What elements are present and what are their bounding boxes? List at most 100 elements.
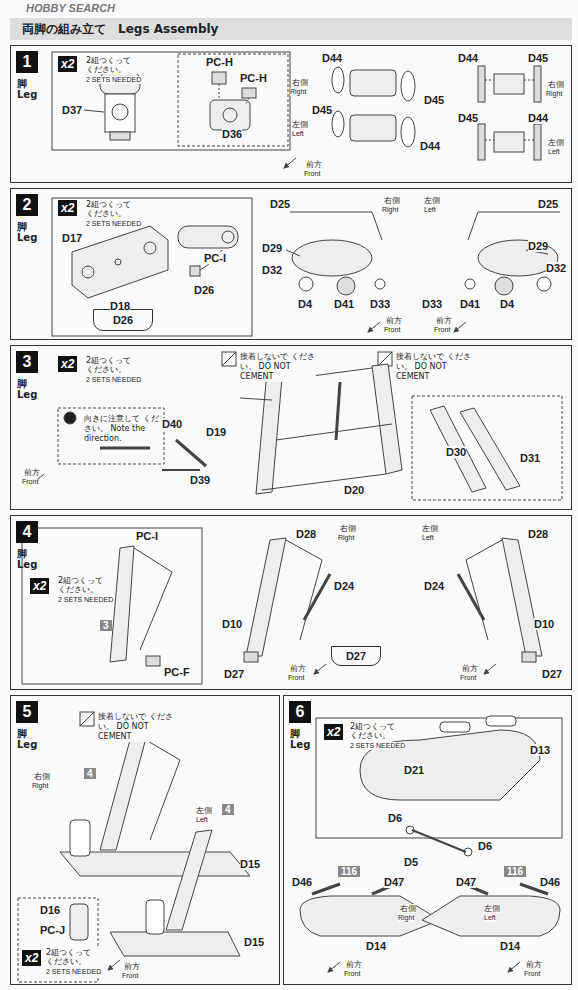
part-label: PC-J	[40, 924, 65, 936]
side-label: 前方	[386, 316, 402, 325]
quantity-badge: x2	[22, 950, 41, 966]
part-label: D29	[528, 240, 548, 252]
side-label-en: Front	[460, 674, 476, 682]
side-label-en: Front	[344, 970, 360, 978]
part-label: D32	[546, 262, 566, 274]
side-label-en: Left	[484, 914, 496, 922]
side-label-en: 2 SETS NEEDED	[86, 220, 141, 228]
side-label-en: Front	[122, 972, 138, 980]
side-label: 左側	[196, 806, 212, 815]
side-label-en: Left	[196, 816, 208, 824]
quantity-badge: x2	[58, 356, 77, 372]
part-label: D45	[528, 52, 548, 64]
side-label: 左側	[292, 120, 308, 129]
quantity-note: 2組つくって ください。	[86, 356, 140, 374]
watermark: HOBBY SEARCH	[26, 2, 115, 14]
quantity-badge: x2	[324, 724, 343, 740]
part-label: D20	[344, 484, 364, 496]
part-label: PC-F	[164, 666, 190, 678]
part-label: D19	[206, 426, 226, 438]
step-number: 3	[16, 351, 38, 373]
step-heading: 脚 Leg	[17, 378, 43, 400]
part-label: PC-I	[136, 530, 158, 542]
step4-art	[22, 528, 542, 684]
side-label-en: Left	[292, 130, 304, 138]
step6-art	[300, 716, 562, 972]
step-number: 6	[289, 701, 311, 723]
side-label-en: Right	[338, 534, 354, 542]
side-label-en: Right	[546, 90, 562, 98]
step-reference: 116	[338, 866, 360, 877]
step-heading: 脚 Leg	[17, 78, 43, 100]
side-label: 左側	[422, 524, 438, 533]
side-label: 右側	[400, 904, 416, 913]
part-label: D25	[270, 198, 290, 210]
part-label: PC-I	[204, 252, 226, 264]
part-label: D6	[478, 840, 492, 852]
quantity-badge: x2	[58, 200, 77, 216]
part-label: D16	[40, 904, 60, 916]
side-label: 前方	[346, 960, 362, 969]
side-label-en: 2 SETS NEEDED	[86, 76, 141, 84]
caution-note: 向きに注意して ください。 Note the direction.	[84, 414, 160, 444]
part-label: D27	[224, 668, 244, 680]
step3-art	[32, 352, 562, 500]
side-label-en: 2 SETS NEEDED	[350, 742, 405, 750]
step5-art	[18, 712, 250, 982]
quantity-note: 2組つくって ください。	[350, 722, 404, 740]
side-label: 右側	[548, 80, 564, 89]
part-label: D21	[404, 764, 424, 776]
quantity-note: 2組つくって ください。	[58, 576, 112, 594]
step-reference: 4	[84, 768, 96, 779]
side-label: 前方	[124, 962, 140, 971]
side-label-en: Right	[290, 88, 306, 96]
part-label: D28	[296, 528, 316, 540]
step-reference: 4	[222, 804, 234, 815]
part-label: D15	[240, 858, 260, 870]
part-label: D46	[292, 876, 312, 888]
part-label: D46	[540, 876, 560, 888]
step-number: 4	[16, 521, 38, 543]
step-number: 2	[16, 194, 38, 216]
side-label-en: Front	[304, 170, 320, 178]
quantity-note: 2組つくって ください。	[86, 200, 140, 218]
part-label: D10	[222, 618, 242, 630]
quantity-badge: x2	[58, 56, 77, 72]
caution-note: 接着しないで ください。 DO NOT CEMENT	[240, 352, 316, 382]
caution-note: 接着しないで ください。 DO NOT CEMENT	[396, 352, 472, 382]
step2-art	[52, 198, 560, 336]
part-label: D44	[420, 140, 440, 152]
side-label-en: Left	[422, 534, 434, 542]
quantity-note: 2組つくって ください。	[46, 948, 100, 966]
part-label: D27	[542, 668, 562, 680]
part-label: D25	[538, 198, 558, 210]
side-label: 前方	[462, 664, 478, 673]
side-label-en: Right	[382, 206, 398, 214]
part-tag-box: D26	[93, 309, 153, 331]
part-label: D24	[334, 580, 354, 592]
part-label: D26	[194, 284, 214, 296]
side-label: 左側	[424, 196, 440, 205]
side-label: 右側	[384, 196, 400, 205]
part-number: D27	[346, 650, 366, 662]
part-label: D15	[244, 936, 264, 948]
part-label: D36	[222, 128, 242, 140]
part-label: D6	[388, 812, 402, 824]
part-label: D4	[500, 298, 514, 310]
part-label: D47	[384, 876, 404, 888]
part-label: D17	[62, 232, 82, 244]
part-label: D14	[366, 940, 386, 952]
side-label: 左側	[548, 138, 564, 147]
side-label-en: Right	[398, 914, 414, 922]
part-label: D44	[458, 52, 478, 64]
side-label: 右側	[34, 772, 50, 781]
side-label-en: Left	[424, 206, 436, 214]
part-label: D13	[530, 744, 550, 756]
part-label: D33	[370, 298, 390, 310]
side-label: 前方	[306, 160, 322, 169]
part-label: D14	[500, 940, 520, 952]
part-label: D47	[456, 876, 476, 888]
side-label-en: Front	[434, 326, 450, 334]
side-label-en: Right	[32, 782, 48, 790]
step-reference: 116	[504, 866, 526, 877]
